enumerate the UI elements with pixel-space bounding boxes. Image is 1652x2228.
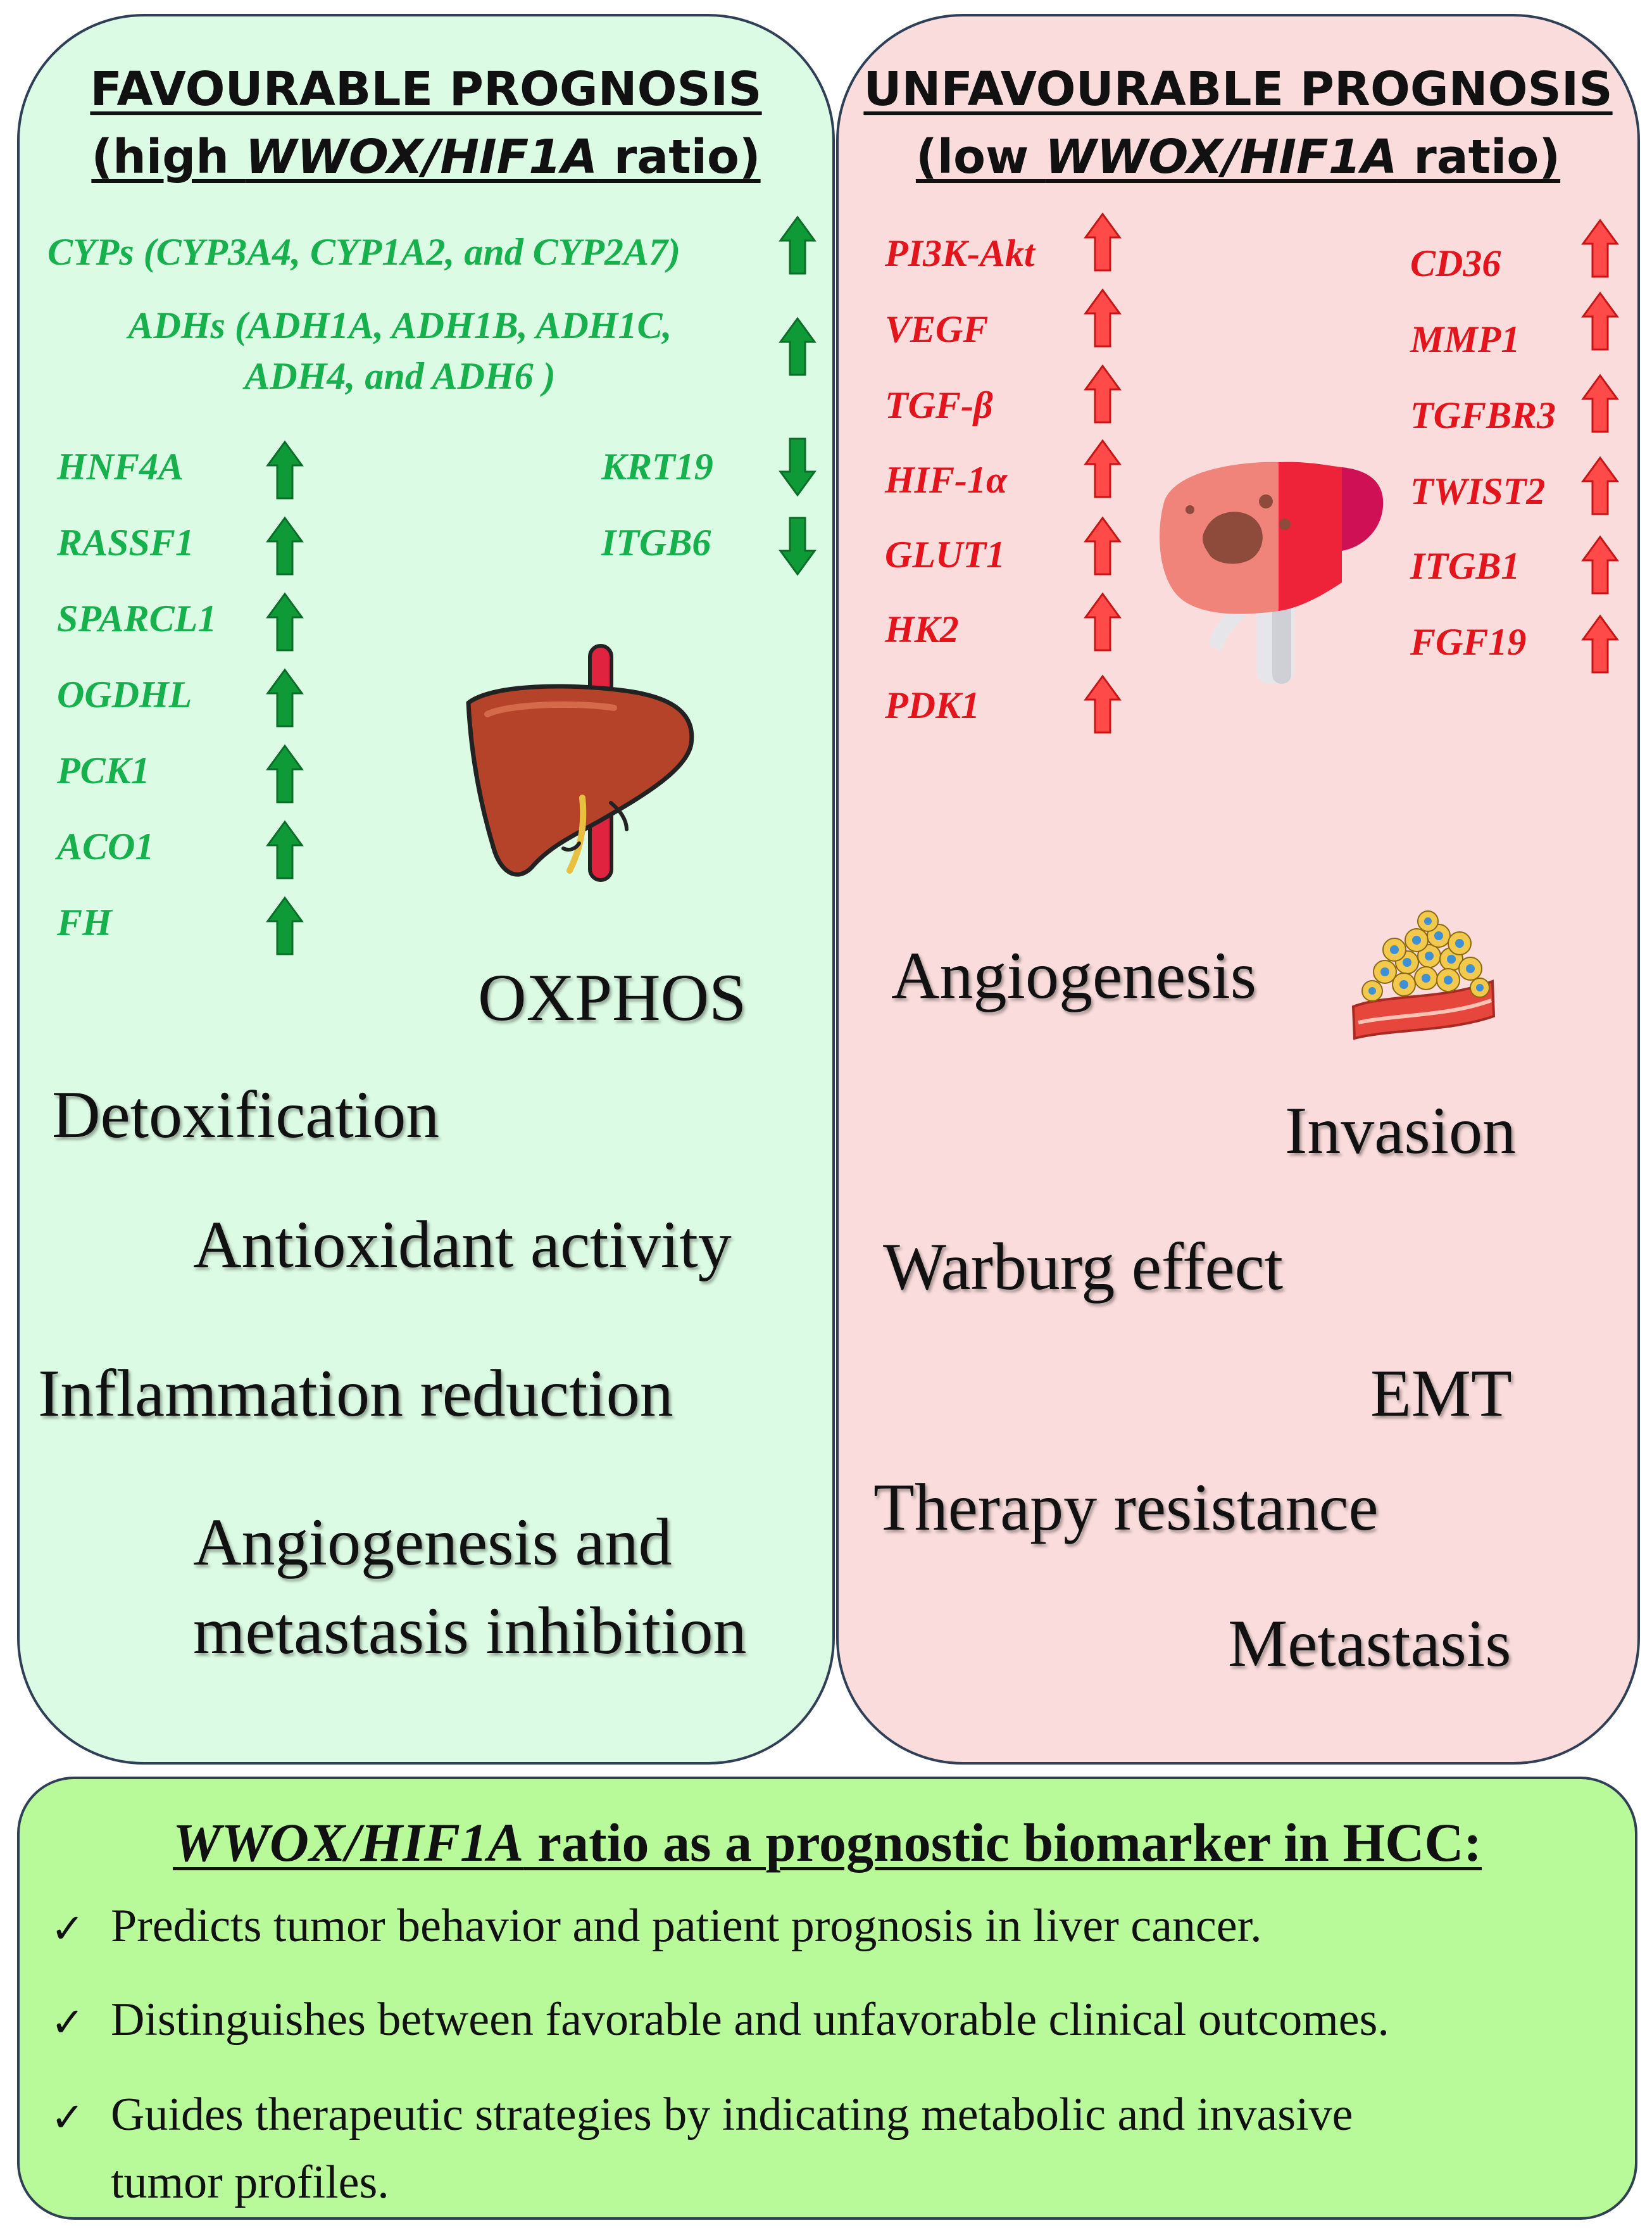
check-icon: ✓ (51, 2094, 85, 2141)
up-arrow-icon (1581, 535, 1619, 595)
up-arrow-icon (1084, 674, 1122, 734)
favourable-title-line1: FAVOURABLE PROGNOSIS (90, 62, 762, 116)
process-therapy-resistance: Therapy resistance (873, 1470, 1379, 1544)
process-inflammation: Inflammation reduction (38, 1356, 673, 1430)
up-arrow-icon (266, 896, 304, 956)
gene-label: ITGB1 (1410, 545, 1520, 587)
favourable-panel (17, 14, 835, 1765)
up-arrow-icon (1084, 364, 1122, 424)
up-arrow-icon (1581, 291, 1619, 351)
up-arrow-icon (1581, 374, 1619, 434)
healthy-liver-icon (466, 644, 694, 882)
process-metastasis: Metastasis (1228, 1606, 1511, 1680)
unfavourable-panel (836, 14, 1640, 1765)
gene-label: ACO1 (57, 826, 154, 867)
gene-label: VEGF (885, 308, 989, 350)
up-arrow-icon (266, 744, 304, 804)
up-arrow-icon (266, 668, 304, 728)
process-oxphos: OXPHOS (478, 960, 747, 1035)
unfavourable-title-line1: UNFAVOURABLE PROGNOSIS (863, 62, 1613, 116)
gene-label: MMP1 (1410, 318, 1520, 360)
gene-label: HNF4A (57, 446, 184, 488)
adhs-gene-group-line2: ADH4, and ADH6 ) (244, 355, 556, 397)
gene-label: TWIST2 (1410, 470, 1546, 512)
gene-label: CD36 (1410, 242, 1501, 284)
gene-label: SPARCL1 (57, 598, 217, 639)
up-arrow-icon (266, 592, 304, 652)
up-arrow-icon (779, 317, 817, 377)
process-antioxidant: Antioxidant activity (193, 1207, 732, 1281)
up-arrow-icon (1084, 516, 1122, 576)
up-arrow-icon (266, 820, 304, 880)
up-arrow-icon (1581, 614, 1619, 674)
process-angiogenesis-inhibition-line1: Angiogenesis and (193, 1505, 672, 1579)
tumor-vessel-icon (1351, 910, 1496, 1040)
up-arrow-icon (1084, 212, 1122, 272)
gene-label: GLUT1 (885, 534, 1005, 576)
up-arrow-icon (1581, 456, 1619, 516)
summary-item: Guides therapeutic strategies by indicat… (111, 2089, 1353, 2141)
gene-label: OGDHL (57, 674, 192, 715)
favourable-title-line2: (high WWOX/HIF1A ratio) (91, 130, 761, 184)
summary-item: Predicts tumor behavior and patient prog… (111, 1900, 1262, 1952)
up-arrow-icon (779, 215, 817, 275)
diseased-liver-icon (1160, 462, 1384, 684)
unfavourable-title-line2: (low WWOX/HIF1A ratio) (915, 130, 1561, 184)
up-arrow-icon (1084, 288, 1122, 348)
summary-panel (17, 1777, 1637, 2220)
process-emt: EMT (1370, 1356, 1512, 1430)
down-arrow-icon (779, 516, 817, 576)
up-arrow-icon (266, 440, 304, 500)
check-icon: ✓ (51, 1906, 85, 1953)
process-angiogenesis: Angiogenesis (891, 938, 1257, 1012)
gene-label: PDK1 (885, 684, 980, 726)
up-arrow-icon (266, 516, 304, 576)
process-warburg: Warburg effect (883, 1230, 1284, 1304)
gene-label: RASSF1 (57, 522, 194, 563)
gene-label: KRT19 (601, 446, 713, 488)
gene-label: TGFBR3 (1410, 394, 1556, 436)
process-invasion: Invasion (1285, 1093, 1517, 1167)
adhs-gene-group-line1: ADHs (ADH1A, ADH1B, ADH1C, (128, 305, 672, 346)
summary-item: Distinguishes between favorable and unfa… (111, 1994, 1389, 2046)
check-icon: ✓ (51, 1999, 85, 2046)
summary-title: WWOX/HIF1A ratio as a prognostic biomark… (172, 1812, 1482, 1873)
gene-label: HIF-1α (885, 459, 1008, 501)
gene-label: PCK1 (57, 750, 150, 791)
gene-label: TGF-β (885, 384, 993, 426)
process-detoxification: Detoxification (52, 1078, 440, 1152)
gene-label: FH (57, 902, 112, 943)
gene-label: PI3K-Akt (885, 232, 1035, 274)
process-angiogenesis-inhibition-line2: metastasis inhibition (193, 1594, 747, 1668)
up-arrow-icon (1581, 218, 1619, 279)
up-arrow-icon (1084, 592, 1122, 652)
up-arrow-icon (1084, 439, 1122, 499)
summary-item-continuation: tumor profiles. (111, 2156, 389, 2208)
gene-label: FGF19 (1410, 621, 1527, 663)
down-arrow-icon (779, 437, 817, 497)
gene-label: ITGB6 (601, 522, 711, 563)
cyps-gene-group: CYPs (CYP3A4, CYP1A2, and CYP2A7) (47, 231, 681, 273)
gene-label: HK2 (885, 608, 959, 650)
